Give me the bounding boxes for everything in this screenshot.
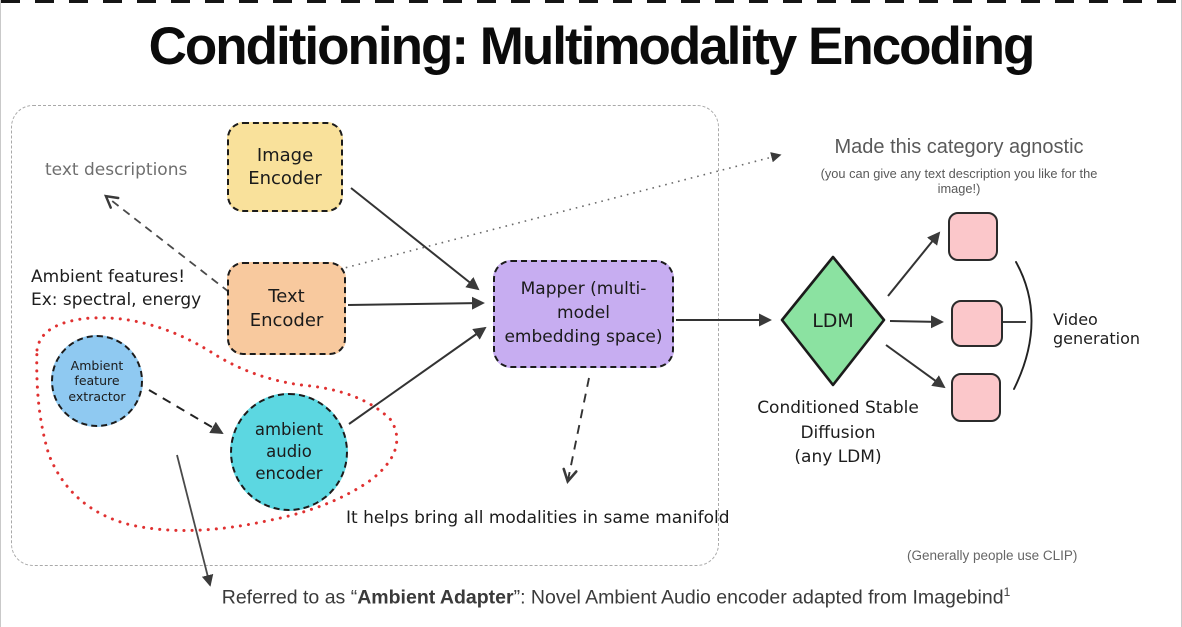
edge-ldm-to-frame1 — [887, 231, 941, 297]
edge-extractor-to-audio — [148, 389, 224, 434]
agnostic-note: Made this category agnostic (you can giv… — [799, 136, 1119, 196]
edge-text-to-mapper — [347, 296, 485, 310]
video-generation-label: Video generation — [1053, 310, 1141, 348]
generated-frame-1 — [948, 212, 998, 261]
edge-ldm-to-frame2 — [889, 315, 944, 329]
text-descriptions-label: text descriptions — [45, 160, 188, 180]
clip-note: (Generally people use CLIP) — [907, 548, 1078, 563]
text-encoder-node: Text Encoder — [227, 262, 346, 355]
ldm-diamond — [780, 255, 886, 387]
ldm-node-label: LDM — [812, 310, 854, 332]
edge-audio-to-mapper — [348, 326, 487, 425]
generated-frame-2 — [951, 300, 1003, 347]
manifold-note: It helps bring all modalities in same ma… — [346, 508, 730, 528]
video-bracket — [1013, 261, 1033, 390]
ambient-audio-encoder-node: ambient audio encoder — [230, 393, 348, 511]
edge-mapper-to-manifold — [562, 377, 590, 484]
image-encoder-node: Image Encoder — [227, 122, 343, 212]
ambient-feature-extractor-node: Ambient feature extractor — [51, 335, 143, 427]
mapper-node: Mapper (multi-model embedding space) — [493, 260, 674, 368]
edge-image-to-mapper — [350, 187, 480, 291]
encoders-container — [11, 105, 719, 566]
footnote-bold: Ambient Adapter — [357, 586, 514, 609]
edge-text-descriptions — [103, 194, 230, 293]
conditioned-diffusion-caption: Conditioned Stable Diffusion (any LDM) — [757, 398, 919, 468]
footnote-superscript: 1 — [1003, 585, 1011, 599]
ambient-features-label: Ambient features! Ex: spectral, energy — [31, 267, 202, 310]
edge-agnostic — [332, 152, 782, 272]
generated-frame-3 — [951, 373, 1001, 422]
agnostic-note-title: Made this category agnostic — [834, 136, 1084, 158]
edge-ldm-to-frame3 — [885, 344, 946, 389]
agnostic-note-subtitle: (you can give any text description you l… — [820, 166, 1098, 196]
ambient-region-outline — [35, 316, 399, 532]
edge-region-to-footnote — [176, 454, 214, 587]
footnote-suffix: ”: Novel Ambient Audio encoder adapted f… — [513, 586, 1004, 609]
footnote-prefix: Referred to as “ — [221, 586, 358, 609]
footnote: Referred to as “Ambient Adapter”: Novel … — [51, 585, 1181, 610]
page-title: Conditioning: Multimodality Encoding — [148, 17, 1036, 76]
top-dashed-edge — [1, 0, 1181, 3]
